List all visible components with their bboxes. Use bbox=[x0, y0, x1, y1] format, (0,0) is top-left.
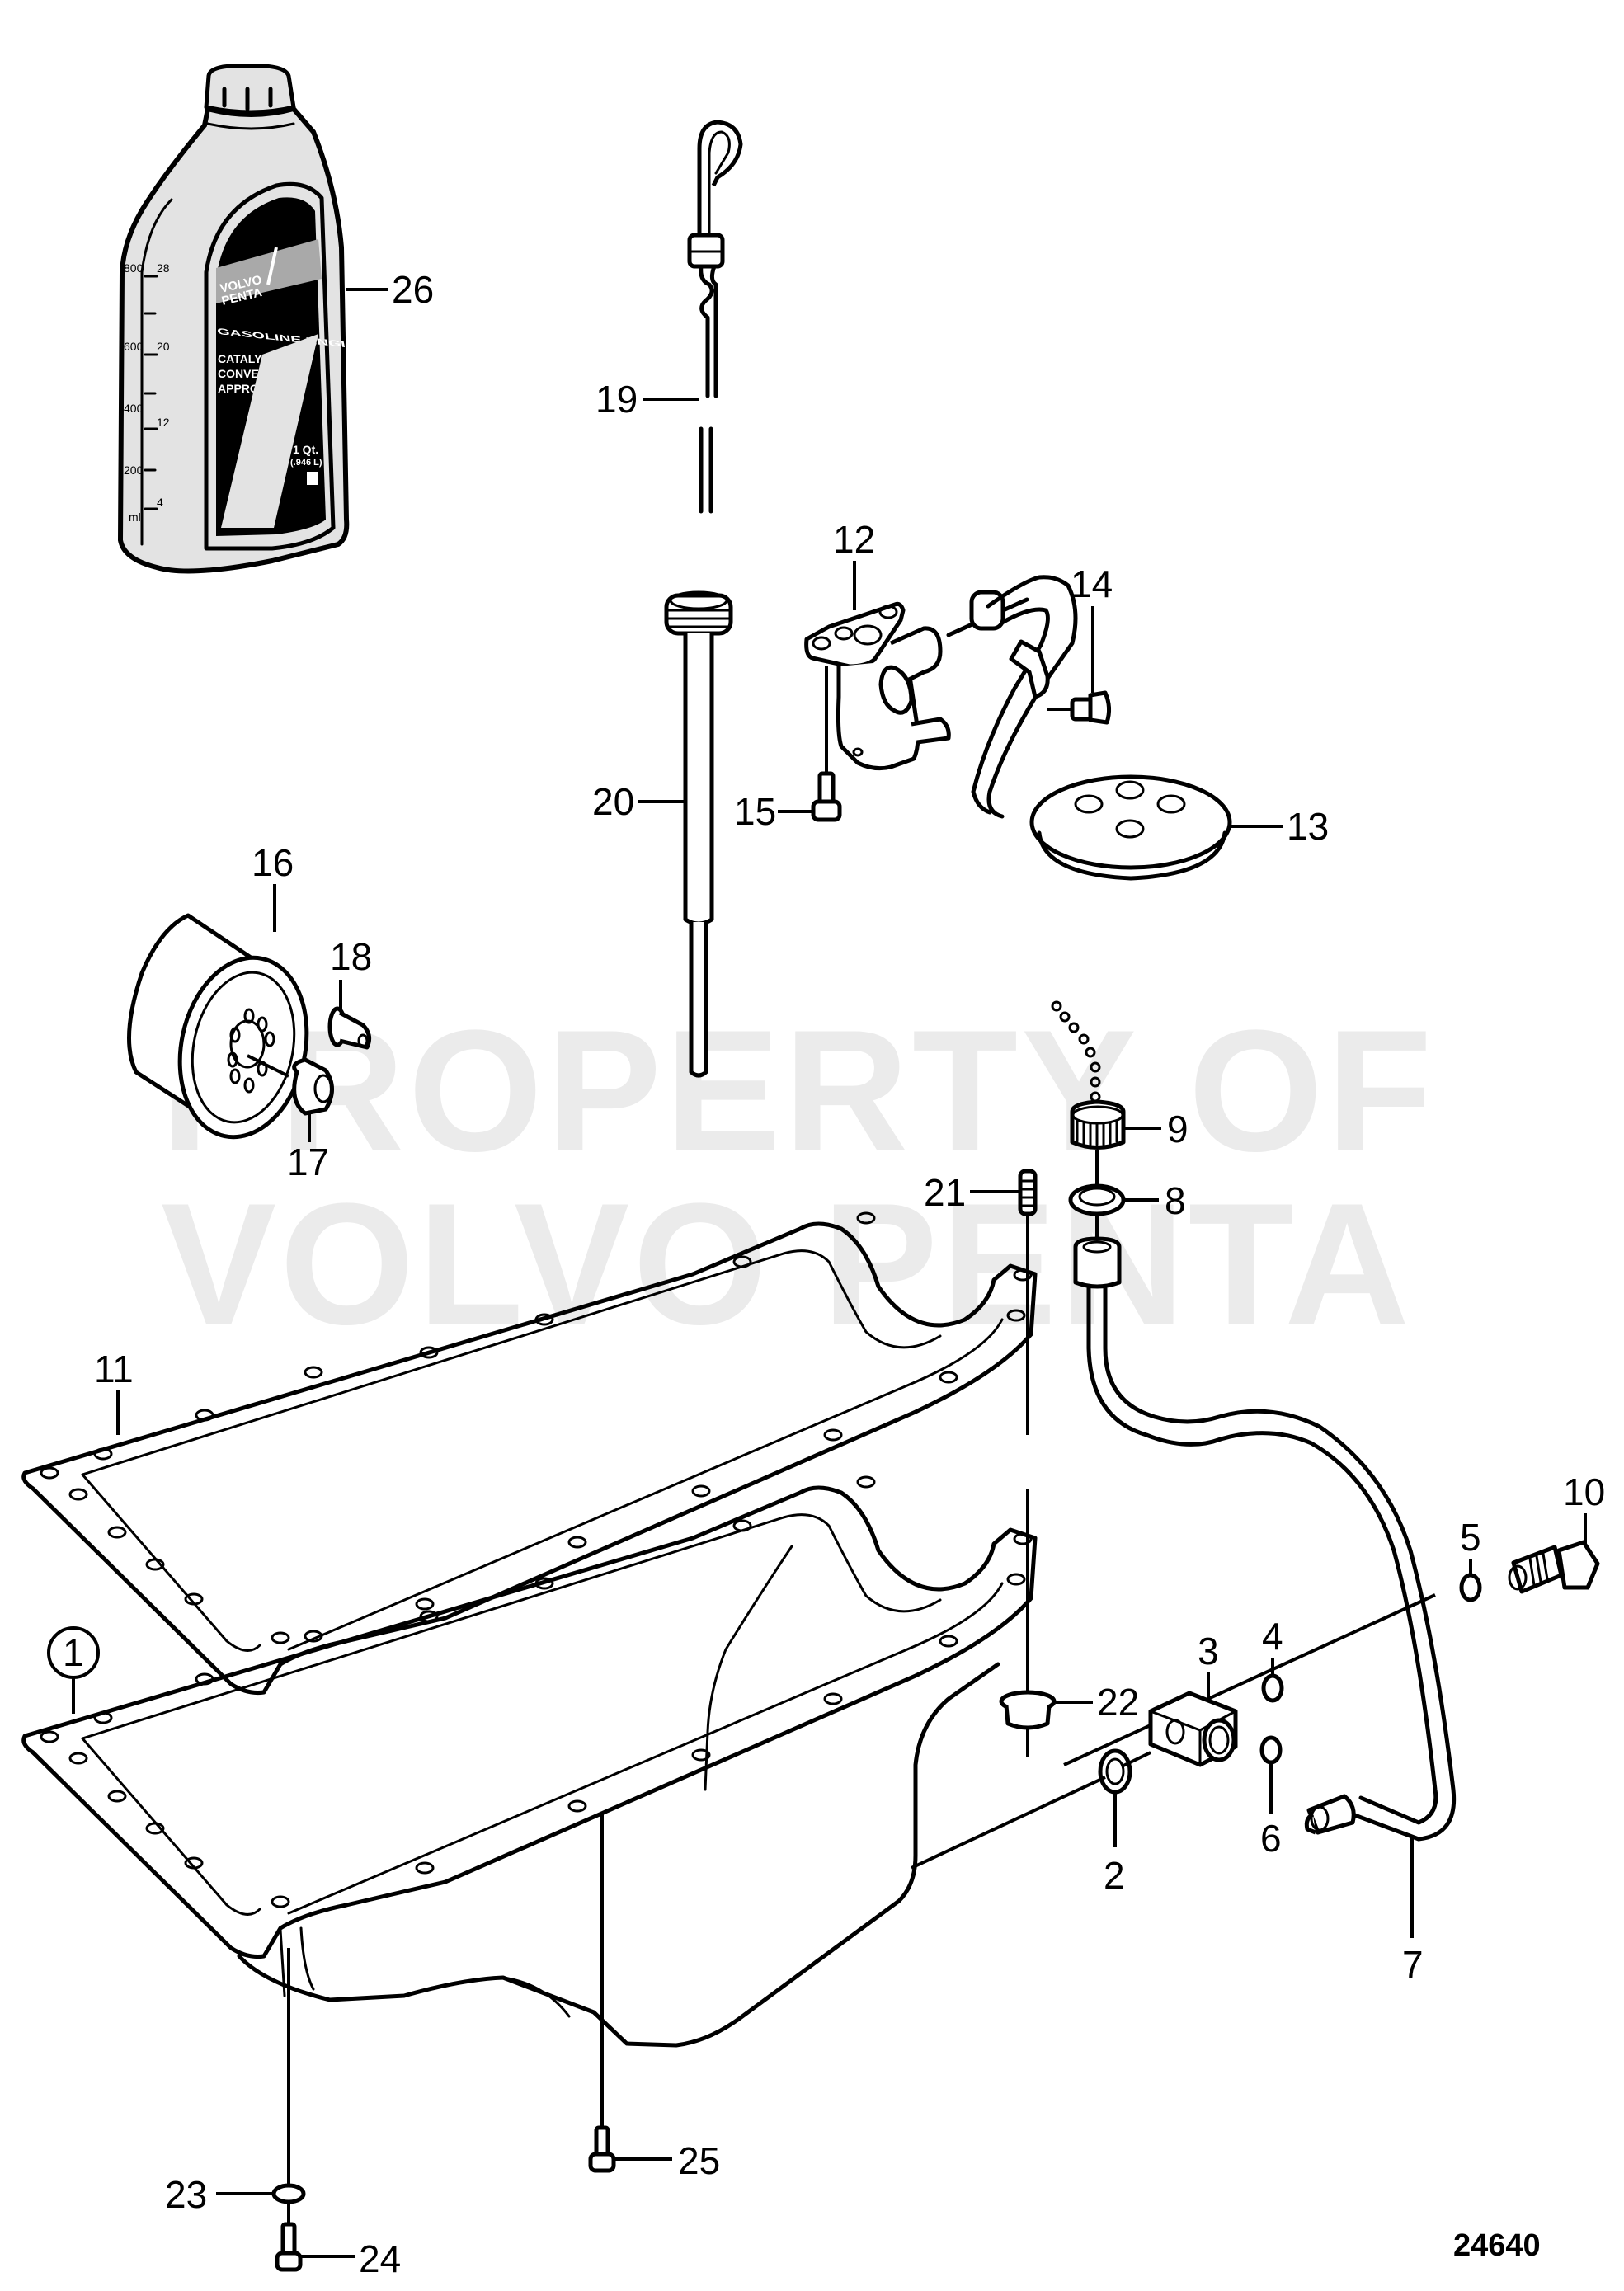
o-ring-4[interactable] bbox=[1261, 1673, 1284, 1703]
callout-1-group[interactable]: 1 bbox=[47, 1626, 100, 1714]
callout-6[interactable]: 6 bbox=[1260, 1817, 1282, 1860]
cap-with-chain-9[interactable] bbox=[1051, 1000, 1126, 1150]
stud-21[interactable] bbox=[1018, 1169, 1038, 1216]
flange-nut-22[interactable] bbox=[999, 1690, 1057, 1730]
bottle-volume-line1: 1 Qt. bbox=[293, 443, 318, 456]
oil-pan-1[interactable] bbox=[21, 1475, 1038, 2048]
svg-text:20: 20 bbox=[157, 340, 170, 353]
watermark-line2: VOLVO PENTA bbox=[161, 1167, 1413, 1361]
callout-17[interactable]: 17 bbox=[287, 1141, 329, 1183]
watermark-line1: PROPERTY OF bbox=[161, 994, 1435, 1188]
callout-1[interactable]: 1 bbox=[63, 1631, 84, 1674]
callout-7[interactable]: 7 bbox=[1402, 1943, 1424, 1986]
svg-text:800: 800 bbox=[124, 261, 144, 275]
dipstick[interactable] bbox=[687, 120, 743, 514]
callout-23[interactable]: 23 bbox=[165, 2173, 207, 2216]
callout-26[interactable]: 26 bbox=[392, 268, 434, 311]
banjo-bolt-10[interactable] bbox=[1508, 1540, 1600, 1594]
o-ring-6[interactable] bbox=[1259, 1735, 1283, 1765]
svg-text:400: 400 bbox=[124, 402, 144, 415]
watermark: PROPERTY OF VOLVO PENTA bbox=[161, 994, 1435, 1361]
callout-15[interactable]: 15 bbox=[734, 790, 776, 833]
callout-13[interactable]: 13 bbox=[1287, 805, 1329, 848]
callout-3[interactable]: 3 bbox=[1198, 1630, 1219, 1672]
callout-9[interactable]: 9 bbox=[1167, 1108, 1189, 1150]
hose-fitting bbox=[1304, 1794, 1356, 1835]
seal-ring-8[interactable] bbox=[1068, 1183, 1126, 1216]
adapter-block-3[interactable] bbox=[1148, 1691, 1238, 1767]
svg-text:200: 200 bbox=[124, 463, 144, 477]
dipstick-tube[interactable] bbox=[664, 590, 733, 1078]
callout-4[interactable]: 4 bbox=[1262, 1615, 1283, 1658]
callout-8[interactable]: 8 bbox=[1165, 1179, 1186, 1222]
callout-24[interactable]: 24 bbox=[359, 2237, 401, 2280]
svg-text:28: 28 bbox=[157, 261, 170, 275]
nipple-17[interactable] bbox=[247, 1054, 334, 1116]
engine-oil-bottle[interactable]: VOLVO PENTA GASOLINE ENGINE OIL CATALYTI… bbox=[117, 64, 400, 574]
oil-filter[interactable] bbox=[126, 913, 322, 1149]
screw-14[interactable] bbox=[1047, 690, 1112, 725]
oil-pan-gasket-11[interactable] bbox=[21, 1211, 1038, 1695]
svg-text:4: 4 bbox=[157, 496, 163, 509]
callout-11[interactable]: 11 bbox=[94, 1348, 134, 1390]
bushing-18[interactable] bbox=[327, 1006, 372, 1050]
callout-10[interactable]: 10 bbox=[1563, 1470, 1605, 1513]
oil-pickup-strainer[interactable] bbox=[946, 575, 1232, 881]
callout-21[interactable]: 21 bbox=[924, 1171, 966, 1214]
flange-screw-25[interactable] bbox=[588, 2125, 616, 2173]
flange-screw-15[interactable] bbox=[811, 666, 842, 822]
svg-text:ml: ml bbox=[129, 510, 141, 524]
callout-18[interactable]: 18 bbox=[330, 935, 372, 978]
oil-pump[interactable] bbox=[804, 601, 951, 771]
sealing-washer-5[interactable] bbox=[1459, 1573, 1482, 1602]
callout-12[interactable]: 12 bbox=[833, 518, 875, 561]
callout-19[interactable]: 19 bbox=[595, 378, 638, 421]
callout-16[interactable]: 16 bbox=[252, 841, 294, 884]
bottle-volume-line2: (.946 L) bbox=[290, 458, 322, 468]
flange-screw-24[interactable] bbox=[275, 2222, 303, 2272]
callout-22[interactable]: 22 bbox=[1097, 1681, 1139, 1724]
drain-hose-7[interactable] bbox=[1073, 1236, 1457, 1842]
bottle-measuring-scale: 800 28 600 20 400 12 200 4 ml bbox=[124, 261, 170, 524]
sealing-washer-2[interactable] bbox=[1098, 1748, 1132, 1795]
callout-25[interactable]: 25 bbox=[678, 2139, 720, 2182]
svg-text:600: 600 bbox=[124, 340, 144, 353]
drawing-number: 24640 bbox=[1453, 2228, 1541, 2263]
svg-text:12: 12 bbox=[157, 416, 170, 429]
callout-5[interactable]: 5 bbox=[1460, 1516, 1481, 1559]
callout-14[interactable]: 14 bbox=[1071, 562, 1113, 605]
callout-20[interactable]: 20 bbox=[592, 780, 634, 823]
callout-2[interactable]: 2 bbox=[1104, 1854, 1125, 1897]
washer-23[interactable] bbox=[271, 2183, 306, 2204]
